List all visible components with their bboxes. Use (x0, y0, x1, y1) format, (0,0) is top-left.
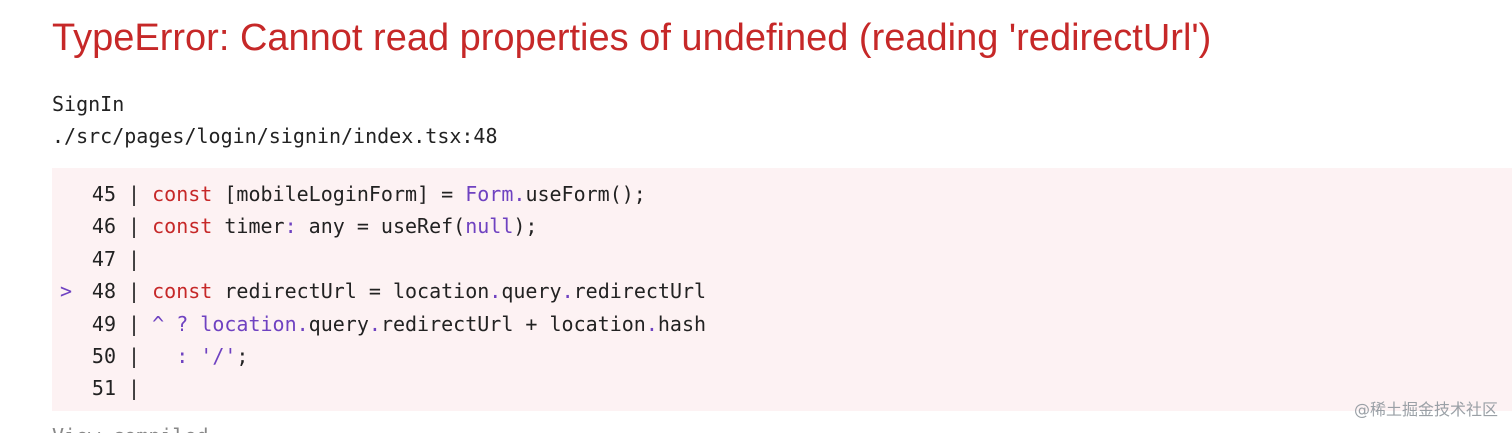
line-number: 49 (91, 311, 116, 336)
error-title: TypeError: Cannot read properties of und… (52, 17, 1212, 59)
line-number: 47 (91, 246, 116, 271)
code-token: const (152, 182, 213, 206)
code-token: ); (513, 214, 538, 239)
code-line-49: 49 | ^ ? location.query.redirectUrl + lo… (52, 308, 1512, 340)
code-token: const (152, 279, 213, 304)
code-token: hash (657, 311, 707, 336)
code-line-48-highlighted: >48 | const redirectUrl = location.query… (52, 275, 1512, 307)
gutter-separator: | (116, 376, 141, 401)
line-number: 51 (91, 376, 116, 401)
line-number: 46 (91, 214, 116, 239)
line-number: 45 (91, 182, 116, 206)
frame-function-name: SignIn (52, 92, 125, 116)
code-token: . (489, 279, 502, 304)
code-line-45: 45 | const [mobileLoginForm] = Form.useF… (52, 178, 1512, 210)
code-token: : (152, 343, 189, 368)
code-token: . (645, 311, 658, 336)
gutter-separator: | (116, 311, 153, 336)
code-token: const (152, 214, 213, 239)
code-line-51: 51 | (52, 372, 1512, 404)
view-compiled-link[interactable]: View compiled (52, 424, 209, 433)
code-token: null (465, 214, 514, 239)
code-token: any = useRef( (296, 214, 466, 239)
stack-frame: SignIn ./src/pages/login/signin/index.ts… (52, 88, 498, 152)
code-token: timer (212, 214, 285, 239)
code-snippet: 45 | const [mobileLoginForm] = Form.useF… (52, 168, 1512, 411)
gutter-separator: | (116, 214, 153, 239)
code-token: query (501, 279, 562, 304)
code-token: redirectUrl = location (212, 279, 490, 304)
gutter-separator: | (116, 246, 141, 271)
code-token: ; (236, 343, 249, 368)
line-number: 50 (91, 343, 116, 368)
error-line-marker: > (60, 279, 73, 304)
code-token: . (561, 279, 574, 304)
code-token: : (284, 214, 297, 239)
code-token: useForm(); (525, 182, 646, 206)
code-token: [mobileLoginForm] = (212, 182, 466, 206)
code-line-46: 46 | const timer: any = useRef(null); (52, 210, 1512, 242)
code-token: . (368, 311, 381, 336)
code-token: . (296, 311, 309, 336)
code-token: . (513, 182, 526, 206)
watermark: @稀土掘金技术社区 (1353, 400, 1498, 419)
code-token: ^ ? location (152, 311, 297, 336)
line-number: 48 (91, 279, 116, 304)
gutter-separator: | (116, 279, 153, 304)
code-token: Form (465, 182, 514, 206)
code-token: redirectUrl + location (380, 311, 646, 336)
gutter-separator: | (116, 343, 153, 368)
frame-file-location[interactable]: ./src/pages/login/signin/index.tsx:48 (52, 124, 498, 148)
code-line-50: 50 | : '/'; (52, 340, 1512, 372)
code-token: '/' (188, 343, 237, 368)
gutter-separator: | (116, 182, 153, 206)
code-token: query (308, 311, 369, 336)
code-token: redirectUrl (573, 279, 707, 304)
code-line-47: 47 | (52, 243, 1512, 275)
